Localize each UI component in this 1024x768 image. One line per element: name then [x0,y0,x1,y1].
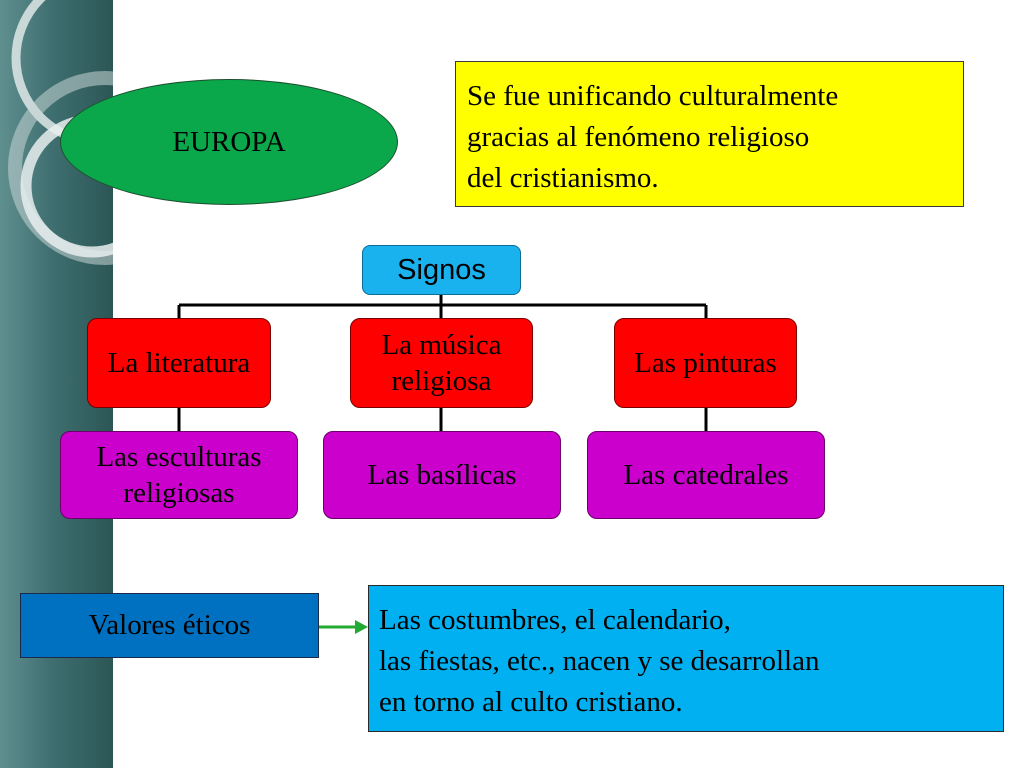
node-label: Las basílicas [367,459,517,491]
text-line: del cristianismo. [467,162,659,194]
node-literatura: La literatura [87,318,271,408]
node-label: La música religiosa [381,329,502,397]
node-label: La literatura [107,347,251,379]
node-esculturas-religiosas: Las esculturas religiosas [60,431,298,519]
text-line: Se fue unificando culturalmente [467,80,839,112]
node-label: Las pinturas [634,347,777,379]
node-label: Las catedrales [623,459,789,491]
text-line: las fiestas, etc., nacen y se desarrolla… [379,645,820,677]
node-musica-religiosa: La música religiosa [350,318,533,408]
decorative-ring [8,71,113,265]
customs-text-box: Las costumbres, el calendario, las fiest… [368,585,1004,732]
europa-ellipse: EUROPA [60,79,398,205]
text-line: gracias al fenómeno religioso [467,121,810,153]
valores-label: Valores éticos [88,609,251,641]
node-label: Las esculturas religiosas [96,441,262,509]
node-pinturas: Las pinturas [614,318,797,408]
arrow-right-icon [319,620,368,634]
node-catedrales: Las catedrales [587,431,825,519]
signos-root-node: Signos [362,245,521,295]
valores-eticos-box: Valores éticos [20,593,319,658]
signos-label: Signos [397,253,486,286]
node-basilicas: Las basílicas [323,431,561,519]
text-line: en torno al culto cristiano. [379,686,683,718]
text-line: Las costumbres, el calendario, [379,604,731,636]
europa-label: EUROPA [172,125,286,158]
unification-text-box: Se fue unificando culturalmente gracias … [455,61,964,207]
arrow-head [355,620,368,634]
